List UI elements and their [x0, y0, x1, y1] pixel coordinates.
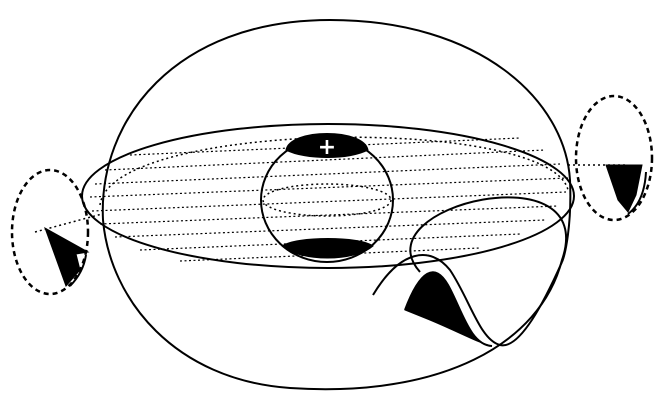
- bottom-cap-symbol: −: [322, 241, 332, 255]
- outer-surface-outline: [103, 20, 571, 389]
- right-rotation-ring: [576, 96, 652, 220]
- left-rotation-arrow: [45, 228, 88, 286]
- fold-shadow: [405, 272, 492, 346]
- top-cap-symbol: +: [318, 135, 336, 160]
